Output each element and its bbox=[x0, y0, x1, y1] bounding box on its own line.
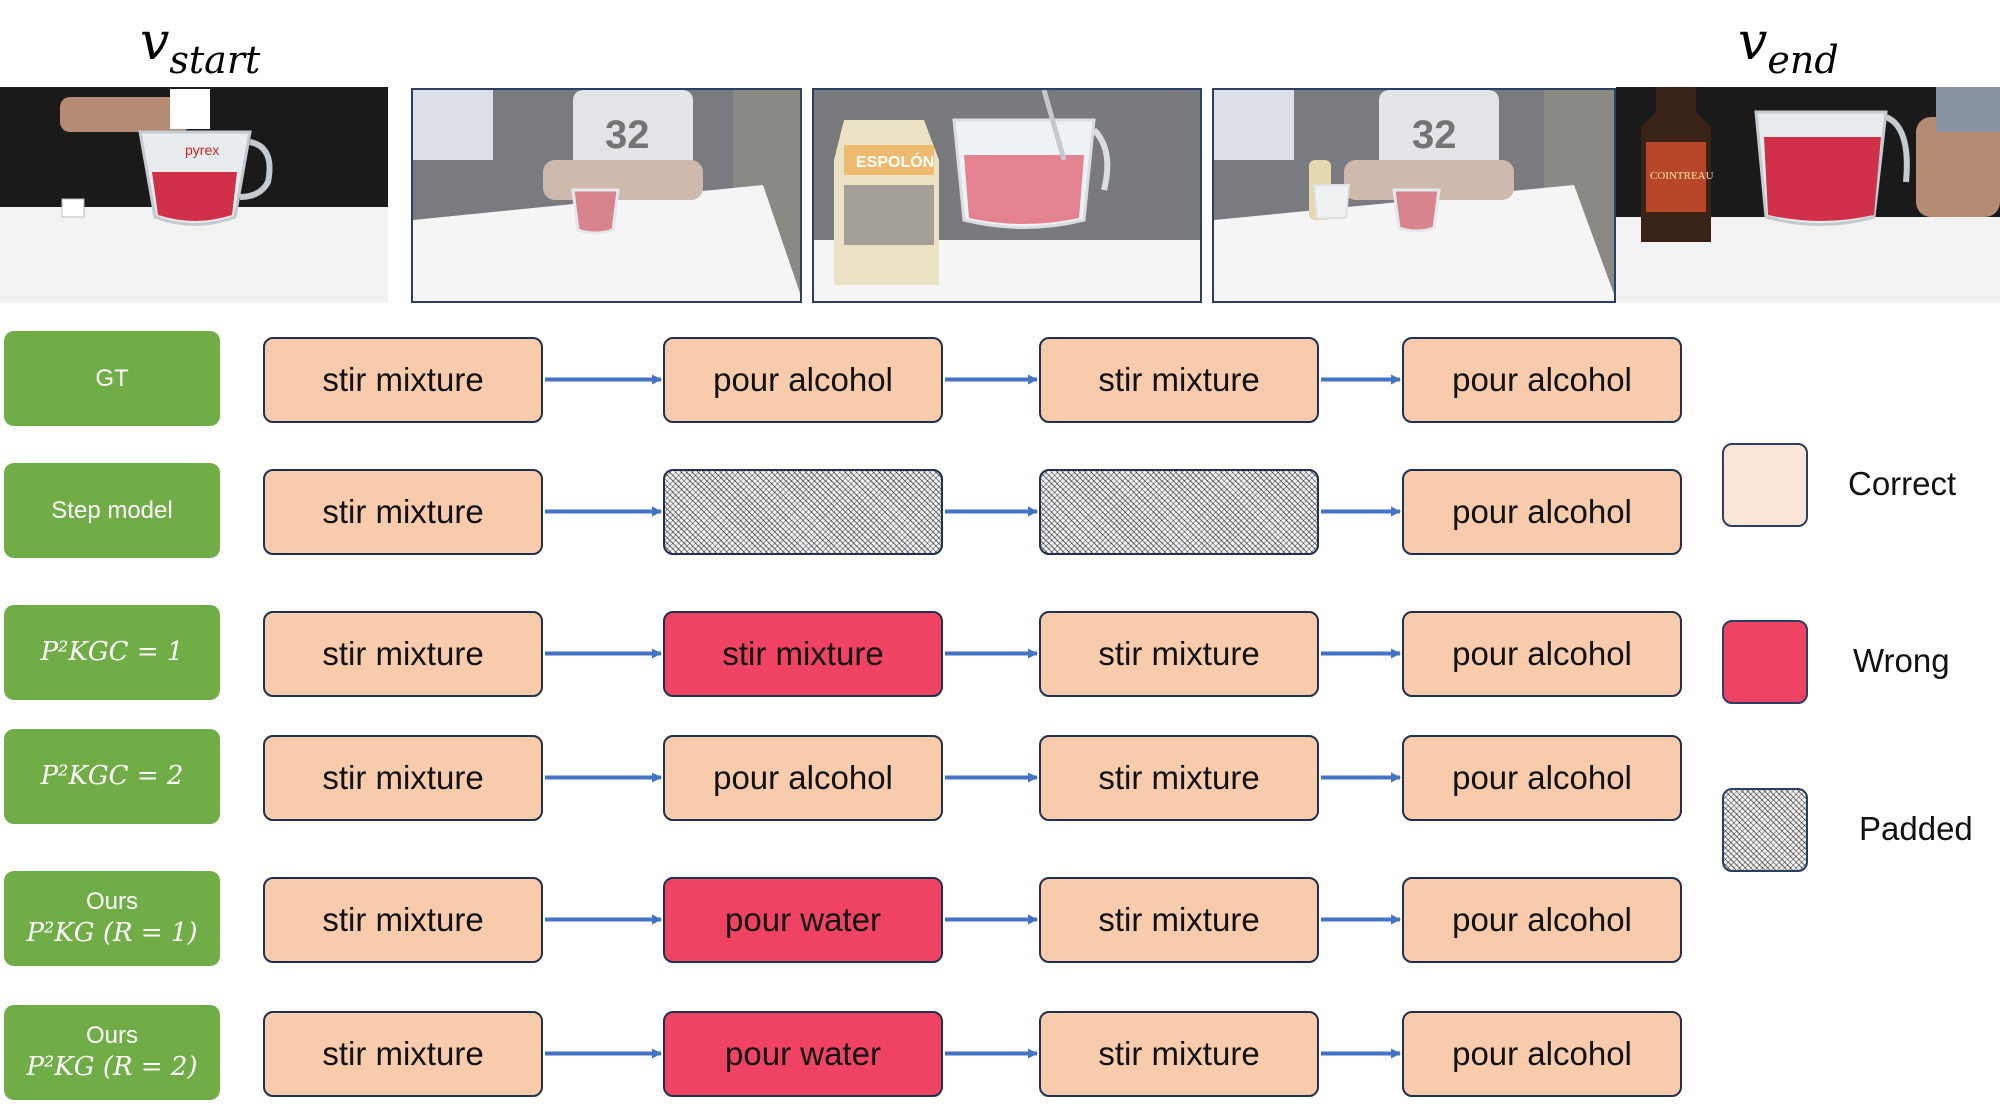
legend-swatch-padded bbox=[1722, 788, 1808, 872]
step-box-correct: pour alcohol bbox=[1402, 610, 1682, 697]
step-text: stir mixture bbox=[322, 758, 484, 796]
svg-text:32: 32 bbox=[1412, 113, 1457, 157]
row-label-math: P²KGC = 1 bbox=[40, 637, 184, 668]
frame-4: 32 bbox=[1212, 88, 1616, 303]
frame-2-scene: 32 bbox=[413, 90, 800, 301]
v-start-label: vstart bbox=[140, 12, 260, 82]
step-box-correct: stir mixture bbox=[263, 876, 543, 963]
step-text: pour alcohol bbox=[1452, 634, 1632, 672]
legend-label-correct: Correct bbox=[1848, 465, 1957, 502]
step-box-correct: pour alcohol bbox=[1402, 734, 1682, 821]
step-box-correct: pour alcohol bbox=[1402, 468, 1682, 555]
step-text: stir mixture bbox=[322, 360, 484, 398]
step-text: stir mixture bbox=[322, 1034, 484, 1072]
row-label-text: GT bbox=[95, 364, 129, 392]
step-box-correct: stir mixture bbox=[263, 336, 543, 423]
svg-text:pyrex: pyrex bbox=[185, 142, 219, 158]
step-text: stir mixture bbox=[1098, 900, 1260, 938]
legend-swatch-wrong bbox=[1722, 620, 1808, 704]
step-box-correct: stir mixture bbox=[1039, 336, 1319, 423]
step-text: stir mixture bbox=[1098, 1034, 1260, 1072]
frame-2-fade bbox=[413, 90, 800, 301]
step-box-correct: pour alcohol bbox=[1402, 876, 1682, 963]
step-box-padded bbox=[663, 468, 943, 555]
v-end-subscript: end bbox=[1767, 38, 1839, 82]
step-text: pour alcohol bbox=[1452, 360, 1632, 398]
step-box-correct: pour alcohol bbox=[1402, 336, 1682, 423]
start-frame-scene: pyrex bbox=[0, 87, 388, 303]
step-box-correct: pour alcohol bbox=[1402, 1010, 1682, 1097]
step-text: pour alcohol bbox=[713, 758, 893, 796]
step-text: pour alcohol bbox=[1452, 758, 1632, 796]
row-label: P²KGC = 2 bbox=[4, 729, 220, 824]
legend-label-padded: Padded bbox=[1859, 810, 1973, 847]
svg-text:32: 32 bbox=[605, 113, 650, 157]
row-label-math: P²KG (R = 1) bbox=[26, 918, 198, 949]
svg-text:ESPOLÓN: ESPOLÓN bbox=[856, 152, 934, 171]
v-end-base: v bbox=[1738, 12, 1768, 72]
step-box-correct: stir mixture bbox=[1039, 610, 1319, 697]
row-label-math: P²KGC = 2 bbox=[40, 761, 184, 792]
row-label-text: Ours bbox=[85, 1022, 138, 1050]
row-label: GT bbox=[4, 331, 220, 426]
end-frame-scene: COINTREAU bbox=[1616, 87, 2000, 303]
start-frame: pyrex bbox=[0, 87, 388, 303]
step-text: stir mixture bbox=[1098, 758, 1260, 796]
step-text: pour water bbox=[725, 1034, 881, 1072]
step-box-wrong: pour water bbox=[663, 1010, 943, 1097]
legend-label-wrong: Wrong bbox=[1853, 642, 1950, 679]
step-text: stir mixture bbox=[722, 634, 884, 672]
row-label-math: P²KG (R = 2) bbox=[26, 1052, 198, 1083]
step-text: stir mixture bbox=[322, 900, 484, 938]
step-box-correct: pour alcohol bbox=[663, 336, 943, 423]
v-end-label: vend bbox=[1738, 12, 1839, 82]
row-label-text: Ours bbox=[85, 888, 138, 916]
step-box-correct: stir mixture bbox=[1039, 876, 1319, 963]
step-box-correct: stir mixture bbox=[263, 468, 543, 555]
step-box-correct: stir mixture bbox=[263, 610, 543, 697]
frame-3-fade bbox=[814, 90, 1200, 301]
step-box-correct: stir mixture bbox=[1039, 734, 1319, 821]
step-text: stir mixture bbox=[322, 492, 484, 530]
step-text: pour alcohol bbox=[713, 360, 893, 398]
step-box-correct: stir mixture bbox=[263, 734, 543, 821]
step-text: pour alcohol bbox=[1452, 1034, 1632, 1072]
row-label: Step model bbox=[4, 463, 220, 558]
step-box-correct: stir mixture bbox=[263, 1010, 543, 1097]
step-box-correct: stir mixture bbox=[1039, 1010, 1319, 1097]
step-text: pour water bbox=[725, 900, 881, 938]
step-text: stir mixture bbox=[1098, 634, 1260, 672]
step-box-correct: pour alcohol bbox=[663, 734, 943, 821]
frame-4-fade bbox=[1214, 90, 1614, 301]
step-box-wrong: stir mixture bbox=[663, 610, 943, 697]
legend-swatch-correct bbox=[1722, 443, 1808, 527]
frame-4-scene: 32 bbox=[1214, 90, 1614, 301]
frame-2: 32 bbox=[411, 88, 802, 303]
step-text: pour alcohol bbox=[1452, 492, 1632, 530]
row-label-text: Step model bbox=[51, 496, 173, 524]
frame-3: ESPOLÓN bbox=[812, 88, 1202, 303]
row-label: P²KGC = 1 bbox=[4, 605, 220, 700]
frame-3-scene: ESPOLÓN bbox=[814, 90, 1200, 301]
end-frame: COINTREAU bbox=[1616, 87, 2000, 303]
step-text: pour alcohol bbox=[1452, 900, 1632, 938]
step-text: stir mixture bbox=[322, 634, 484, 672]
v-start-base: v bbox=[140, 12, 170, 72]
step-text: stir mixture bbox=[1098, 360, 1260, 398]
step-box-wrong: pour water bbox=[663, 876, 943, 963]
v-start-subscript: start bbox=[169, 38, 261, 82]
step-box-padded bbox=[1039, 468, 1319, 555]
svg-text:COINTREAU: COINTREAU bbox=[1650, 170, 1714, 182]
